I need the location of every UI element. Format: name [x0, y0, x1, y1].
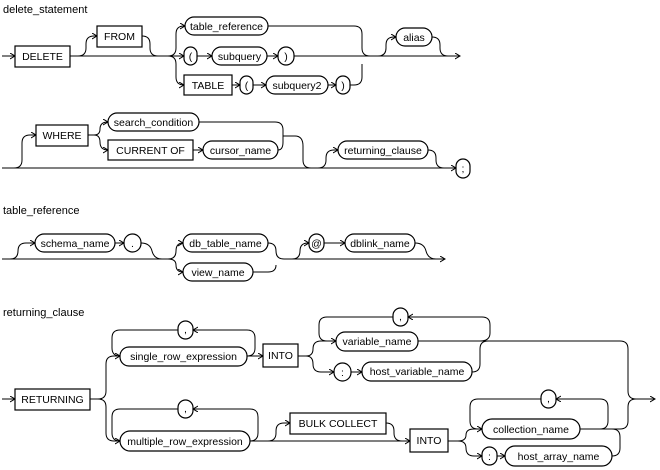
- comma-node-1: ,: [177, 320, 194, 340]
- lparen-node: (: [183, 46, 198, 66]
- db-table-name-node: db_table_name: [182, 233, 269, 253]
- svg-text:DELETE: DELETE: [22, 51, 63, 63]
- svg-text:(: (: [245, 80, 249, 92]
- lparen-node-2: (: [239, 75, 254, 95]
- svg-text:@: @: [311, 238, 322, 250]
- view-name-node: view_name: [182, 262, 254, 282]
- svg-text:INTO: INTO: [417, 435, 442, 447]
- alias-node: alias: [395, 27, 433, 47]
- connector-lines: [2, 317, 655, 456]
- schema-name-node: schema_name: [34, 233, 116, 253]
- bulk-collect-keyword: BULK COLLECT: [289, 412, 387, 435]
- svg-text:CURRENT OF: CURRENT OF: [116, 145, 185, 157]
- svg-text:schema_name: schema_name: [41, 238, 110, 250]
- svg-text:host_variable_name: host_variable_name: [370, 366, 465, 378]
- variable-name-node: variable_name: [335, 331, 419, 352]
- at-sign-node: @: [308, 233, 325, 253]
- svg-text:,: ,: [399, 311, 402, 323]
- svg-text:single_row_expression: single_row_expression: [130, 351, 237, 363]
- diagram-title-table-reference: table_reference: [3, 205, 79, 217]
- svg-text:db_table_name: db_table_name: [189, 238, 262, 250]
- svg-text:,: ,: [184, 403, 187, 415]
- collection-name-node: collection_name: [481, 418, 581, 440]
- svg-text:,: ,: [547, 393, 550, 405]
- table-keyword: TABLE: [183, 74, 233, 96]
- svg-text:,: ,: [184, 324, 187, 336]
- single-row-expression-node: single_row_expression: [119, 346, 248, 367]
- host-array-name-node: host_array_name: [504, 445, 613, 467]
- delete-keyword: DELETE: [14, 45, 71, 68]
- svg-text:subquery2: subquery2: [272, 80, 321, 92]
- subquery2-node: subquery2: [265, 75, 329, 95]
- diagram-title-returning-clause: returning_clause: [3, 307, 84, 319]
- semicolon-node: ;: [455, 158, 471, 179]
- colon-node-2: :: [481, 446, 498, 466]
- multiple-row-expression-node: multiple_row_expression: [119, 430, 251, 452]
- cursor-name-node: cursor_name: [202, 140, 279, 160]
- rparen-node: ): [277, 46, 295, 66]
- into-keyword-1: INTO: [262, 343, 299, 368]
- comma-node-2: ,: [392, 307, 409, 327]
- dblink-name-node: dblink_name: [344, 233, 416, 253]
- svg-text:search_condition: search_condition: [114, 117, 194, 129]
- svg-text:dblink_name: dblink_name: [350, 238, 410, 250]
- from-keyword: FROM: [96, 25, 143, 48]
- svg-text:view_name: view_name: [191, 267, 244, 279]
- rparen-node-2: ): [335, 75, 351, 95]
- table-reference-node: table_reference: [184, 16, 269, 36]
- returning-clause-node: returning_clause: [337, 140, 429, 160]
- svg-text:variable_name: variable_name: [343, 336, 412, 348]
- svg-text:RETURNING: RETURNING: [21, 394, 83, 406]
- diagram-title-delete-statement: delete_statement: [3, 4, 87, 16]
- into-keyword-2: INTO: [409, 428, 449, 453]
- current-of-keyword: CURRENT OF: [107, 139, 194, 161]
- returning-keyword: RETURNING: [14, 388, 91, 411]
- svg-text:FROM: FROM: [104, 31, 135, 43]
- subquery-node: subquery: [211, 46, 268, 66]
- svg-text:): ): [341, 80, 345, 92]
- svg-text:host_array_name: host_array_name: [518, 451, 600, 463]
- comma-node-4: ,: [540, 389, 557, 409]
- svg-text:cursor_name: cursor_name: [210, 145, 271, 157]
- svg-text:returning_clause: returning_clause: [344, 145, 422, 157]
- comma-node-3: ,: [177, 399, 194, 419]
- connector-lines: [2, 26, 460, 168]
- connector-lines: [2, 243, 445, 272]
- colon-node-1: :: [333, 362, 352, 382]
- host-variable-name-node: host_variable_name: [361, 361, 473, 382]
- search-condition-node: search_condition: [107, 112, 200, 132]
- svg-text::: :: [488, 451, 491, 463]
- svg-text:INTO: INTO: [268, 350, 293, 362]
- svg-text:): ): [284, 51, 288, 63]
- svg-text:(: (: [189, 51, 193, 63]
- svg-text::: :: [341, 367, 344, 379]
- where-keyword: WHERE: [35, 124, 89, 147]
- svg-text:alias: alias: [403, 32, 425, 44]
- dot-node: .: [123, 233, 142, 253]
- svg-text:.: .: [131, 238, 134, 250]
- svg-text:TABLE: TABLE: [192, 80, 224, 92]
- svg-text:subquery: subquery: [218, 51, 262, 63]
- svg-text:table_reference: table_reference: [190, 21, 263, 33]
- svg-text:multiple_row_expression: multiple_row_expression: [127, 436, 243, 448]
- svg-text:BULK COLLECT: BULK COLLECT: [299, 418, 378, 430]
- svg-text:;: ;: [462, 163, 465, 175]
- svg-text:WHERE: WHERE: [42, 130, 81, 142]
- svg-text:collection_name: collection_name: [493, 424, 569, 436]
